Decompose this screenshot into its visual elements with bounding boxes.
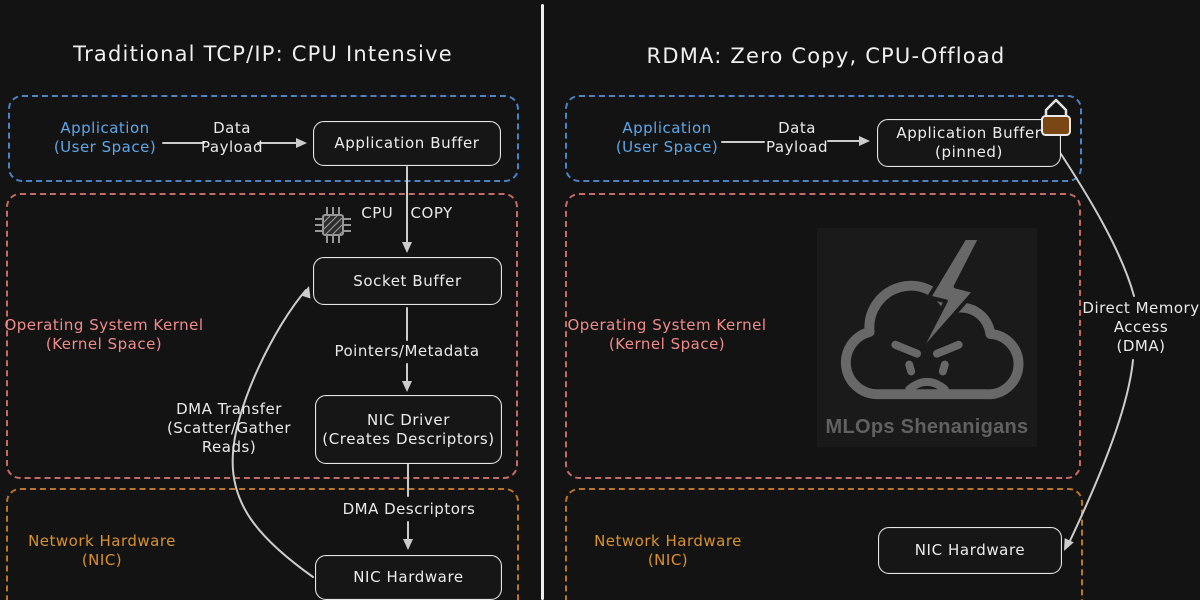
cpu-die: [322, 214, 344, 236]
left-application-label: Application (User Space): [30, 119, 180, 157]
right-dma-label-line1: Direct Memory: [1082, 299, 1200, 317]
lock-shackle: [1044, 98, 1068, 119]
left-dma-transfer-line3: Reads): [201, 438, 257, 456]
left-cpu-copy-label: CPU COPY: [361, 204, 453, 222]
right-kernel-zone: [565, 193, 1081, 479]
right-eyebrow: [932, 340, 963, 358]
right-dma-curve-lower: [1067, 359, 1134, 546]
left-kernel-label: Operating System Kernel (Kernel Space): [4, 316, 204, 354]
left-nic-driver-line2: (Creates Descriptors): [322, 429, 495, 448]
left-application-buffer-text: Application Buffer: [334, 134, 480, 152]
right-data-payload-line2: Payload: [766, 138, 828, 156]
left-kernel-label-line2: (Kernel Space): [45, 335, 163, 353]
left-nic-driver-line1: NIC Driver: [366, 410, 451, 429]
right-pinned-buffer-node: Application Buffer (pinned): [877, 119, 1061, 167]
left-title: Traditional TCP/IP: CPU Intensive: [73, 42, 453, 66]
right-data-payload-label: Data Payload: [747, 119, 847, 157]
right-application-label: Application (User Space): [592, 119, 742, 157]
lock-icon: [1041, 98, 1071, 136]
arrowhead-dma-transfer: [301, 286, 311, 299]
left-kernel-label-line1: Operating System Kernel: [4, 316, 204, 334]
cpu-chip-icon: [315, 207, 351, 243]
left-nic-label: Network Hardware (NIC): [22, 532, 182, 570]
left-user-space-zone: [8, 95, 519, 182]
right-nic-label-line1: Network Hardware: [594, 532, 742, 550]
right-title: RDMA: Zero Copy, CPU-Offload: [646, 44, 1006, 68]
right-dma-label: Direct Memory Access (DMA): [1066, 299, 1200, 356]
left-dma-transfer-line1: DMA Transfer: [176, 400, 282, 418]
arrowhead-right-buffer: [859, 136, 870, 146]
arrowhead-pointers: [402, 381, 412, 392]
left-dma-transfer-curve: [231, 289, 314, 578]
left-nic-hardware-node: NIC Hardware: [315, 555, 502, 600]
left-dma-descriptors-label: DMA Descriptors: [342, 500, 476, 518]
right-nic-hardware-text: NIC Hardware: [914, 541, 1026, 559]
right-pinned-buffer-line1: Application Buffer: [896, 124, 1042, 142]
right-kernel-label-line1: Operating System Kernel: [567, 316, 767, 334]
frown-mouth: [905, 377, 949, 394]
right-data-payload-line1: Data: [778, 119, 816, 137]
left-application-buffer-node: Application Buffer: [313, 121, 501, 166]
left-nic-driver-node: NIC Driver (Creates Descriptors): [315, 395, 502, 464]
right-dma-label-line3: (DMA): [1116, 337, 1166, 355]
left-nic-zone: [6, 488, 519, 600]
center-divider-line: [541, 4, 544, 600]
right-eye: [938, 360, 949, 376]
arrowhead-left-buffer: [296, 138, 307, 148]
lock-body: [1041, 115, 1071, 136]
arrowhead-descriptors: [403, 539, 413, 550]
right-nic-label: Network Hardware (NIC): [588, 532, 748, 570]
left-kernel-zone: [6, 193, 518, 479]
watermark-text: MLOps Shenanigans: [825, 416, 1029, 438]
left-socket-buffer-text: Socket Buffer: [353, 271, 462, 290]
cpu-pins-top: [326, 207, 340, 215]
right-nic-hardware-node: NIC Hardware: [878, 527, 1062, 574]
right-nic-zone: [565, 488, 1083, 600]
left-data-payload-label: Data Payload: [182, 119, 282, 157]
left-data-payload-line1: Data: [213, 119, 251, 137]
left-socket-buffer-node: Socket Buffer: [313, 257, 502, 305]
cpu-pins-right: [343, 218, 351, 232]
right-dma-curve-upper: [1056, 147, 1135, 297]
arrowhead-cpu-copy: [402, 242, 412, 253]
left-nic-label-line2: (NIC): [81, 551, 123, 569]
right-nic-label-line2: (NIC): [647, 551, 689, 569]
left-nic-hardware-text: NIC Hardware: [353, 568, 464, 586]
cpu-die-hatch: [323, 215, 343, 236]
left-pointers-label: Pointers/Metadata: [334, 342, 480, 360]
right-kernel-label-line2: (Kernel Space): [608, 335, 726, 353]
left-eyebrow: [891, 340, 922, 358]
left-application-label-line2: (User Space): [53, 138, 157, 156]
left-dma-transfer-label: DMA Transfer (Scatter/Gather Reads): [150, 400, 308, 457]
arrowhead-right-dma: [1064, 538, 1074, 551]
left-nic-label-line1: Network Hardware: [28, 532, 176, 550]
cpu-pins-bottom: [326, 235, 340, 243]
right-application-label-line2: (User Space): [615, 138, 719, 156]
right-user-space-zone: [565, 95, 1082, 182]
right-application-label-line1: Application: [622, 119, 712, 137]
cpu-pins-left: [315, 218, 323, 232]
right-kernel-label: Operating System Kernel (Kernel Space): [567, 316, 767, 354]
left-data-payload-line2: Payload: [201, 138, 263, 156]
right-pinned-buffer-line2: (pinned): [935, 143, 1003, 161]
lightning-bolt: [915, 236, 983, 359]
left-application-label-line1: Application: [60, 119, 150, 137]
watermark-panel: MLOps Shenanigans: [817, 228, 1037, 447]
right-dma-label-line2: Access: [1113, 318, 1169, 336]
left-dma-transfer-line2: (Scatter/Gather: [166, 419, 292, 437]
angry-storm-cloud-lightning-icon: [840, 236, 1024, 400]
left-eye: [905, 360, 916, 376]
